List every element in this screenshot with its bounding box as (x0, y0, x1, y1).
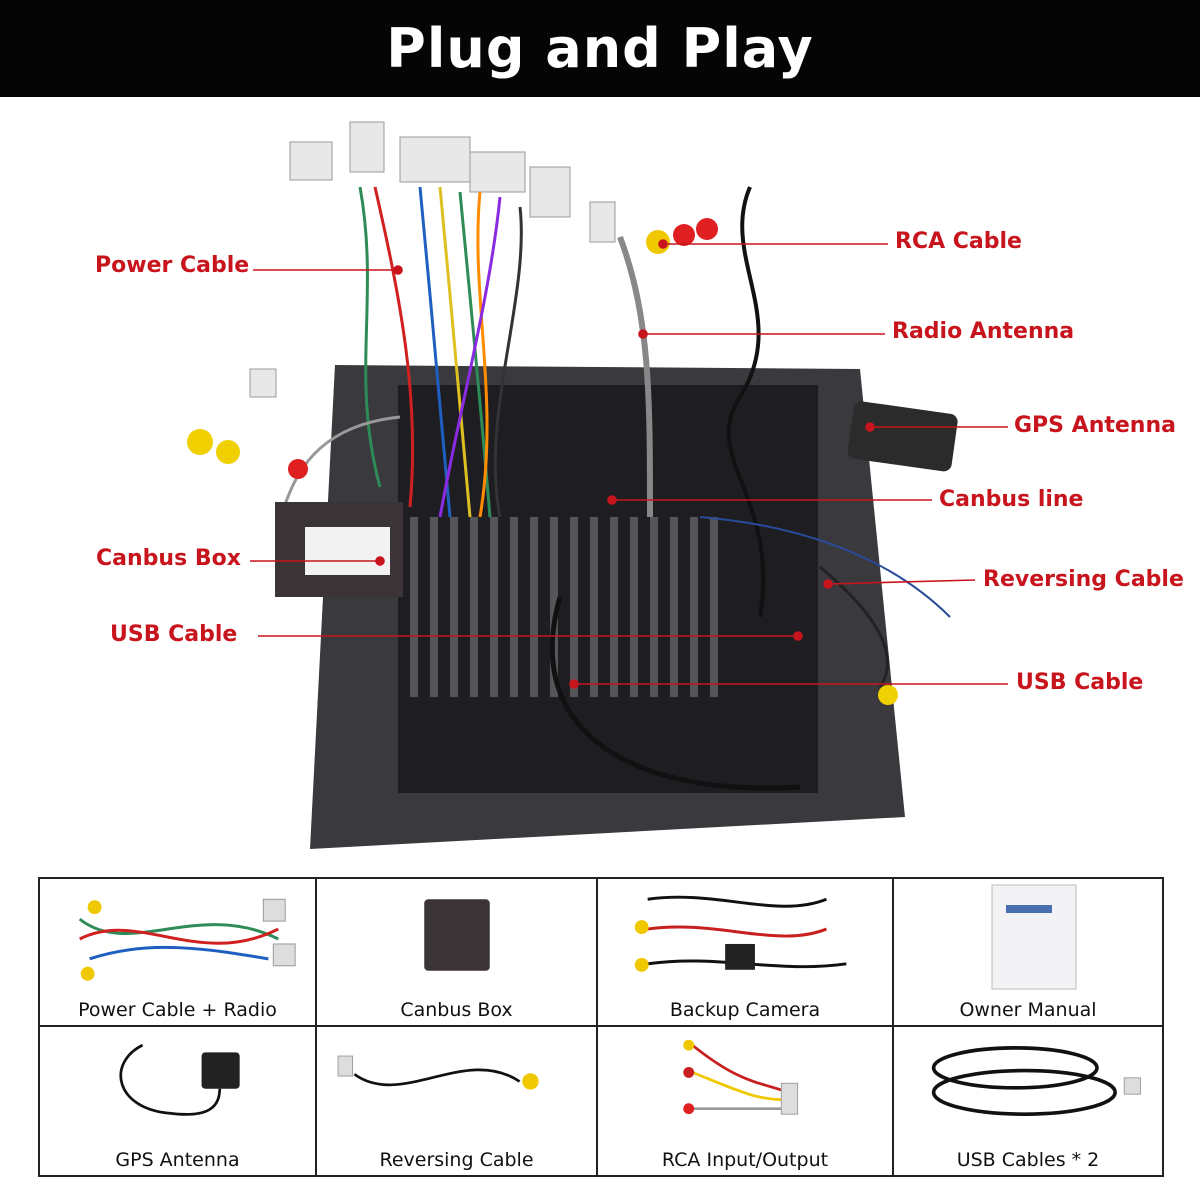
item-owner-manual: Owner Manual (894, 879, 1162, 1027)
usb-cables-icon (931, 1046, 1142, 1116)
item-rca-cable: RCA Input/Output (598, 1027, 894, 1175)
item-label: Power Cable + Radio (78, 999, 277, 1021)
callout-rca-cable: RCA Cable (895, 229, 1022, 254)
callout-leaders (250, 239, 1008, 689)
item-label: RCA Input/Output (661, 1149, 829, 1171)
backup-camera-icon (634, 895, 847, 972)
item-label: Owner Manual (959, 999, 1097, 1021)
callout-gps-antenna: GPS Antenna (1014, 413, 1176, 438)
head-unit-illustration (187, 121, 1008, 849)
callout-radio-antenna: Radio Antenna (892, 319, 1075, 344)
callout-usb-cable-right: USB Cable (1016, 670, 1144, 695)
callout-power-cable: Power Cable (95, 253, 250, 278)
reversing-cable-icon (337, 1055, 539, 1090)
item-canbus-box: Canbus Box (317, 879, 598, 1027)
canbus-box-icon (424, 899, 490, 971)
item-label: GPS Antenna (115, 1149, 240, 1171)
item-reversing-cable: Reversing Cable (317, 1027, 598, 1175)
item-usb-cables: USB Cables * 2 (894, 1027, 1162, 1175)
callout-reversing-cable: Reversing Cable (983, 567, 1184, 592)
item-label: USB Cables * 2 (956, 1149, 1100, 1171)
rca-cable-icon (683, 1039, 799, 1115)
power-cable-icon (78, 898, 296, 981)
page-title: Plug and Play (386, 17, 814, 80)
item-label: Backup Camera (669, 999, 821, 1021)
wire-bundle (278, 186, 951, 791)
item-power-cable: Power Cable + Radio (40, 879, 317, 1027)
canbus-box-sticker (305, 527, 390, 575)
item-gps-antenna: GPS Antenna (40, 1027, 317, 1175)
connector-plugs (249, 121, 616, 398)
header-banner: Plug and Play (0, 0, 1200, 97)
item-backup-camera: Backup Camera (598, 879, 894, 1027)
package-contents-grid: Power Cable + Radio Canbus Box Backup Ca… (38, 877, 1164, 1177)
callout-canbus-box: Canbus Box (96, 546, 241, 571)
wiring-diagram: Power Cable RCA Cable Radio Antenna GPS … (0, 97, 1200, 867)
item-label: Canbus Box (400, 999, 513, 1021)
item-label: Reversing Cable (379, 1149, 534, 1171)
callout-canbus-line: Canbus line (939, 487, 1084, 512)
owner-manual-icon (991, 884, 1077, 990)
gps-antenna-icon (119, 1043, 240, 1116)
gps-antenna-unit (847, 401, 958, 472)
head-unit-chassis (398, 385, 818, 793)
heatsink-fins (410, 517, 718, 697)
callout-usb-cable-left: USB Cable (110, 622, 238, 647)
rca-plugs (187, 218, 898, 705)
